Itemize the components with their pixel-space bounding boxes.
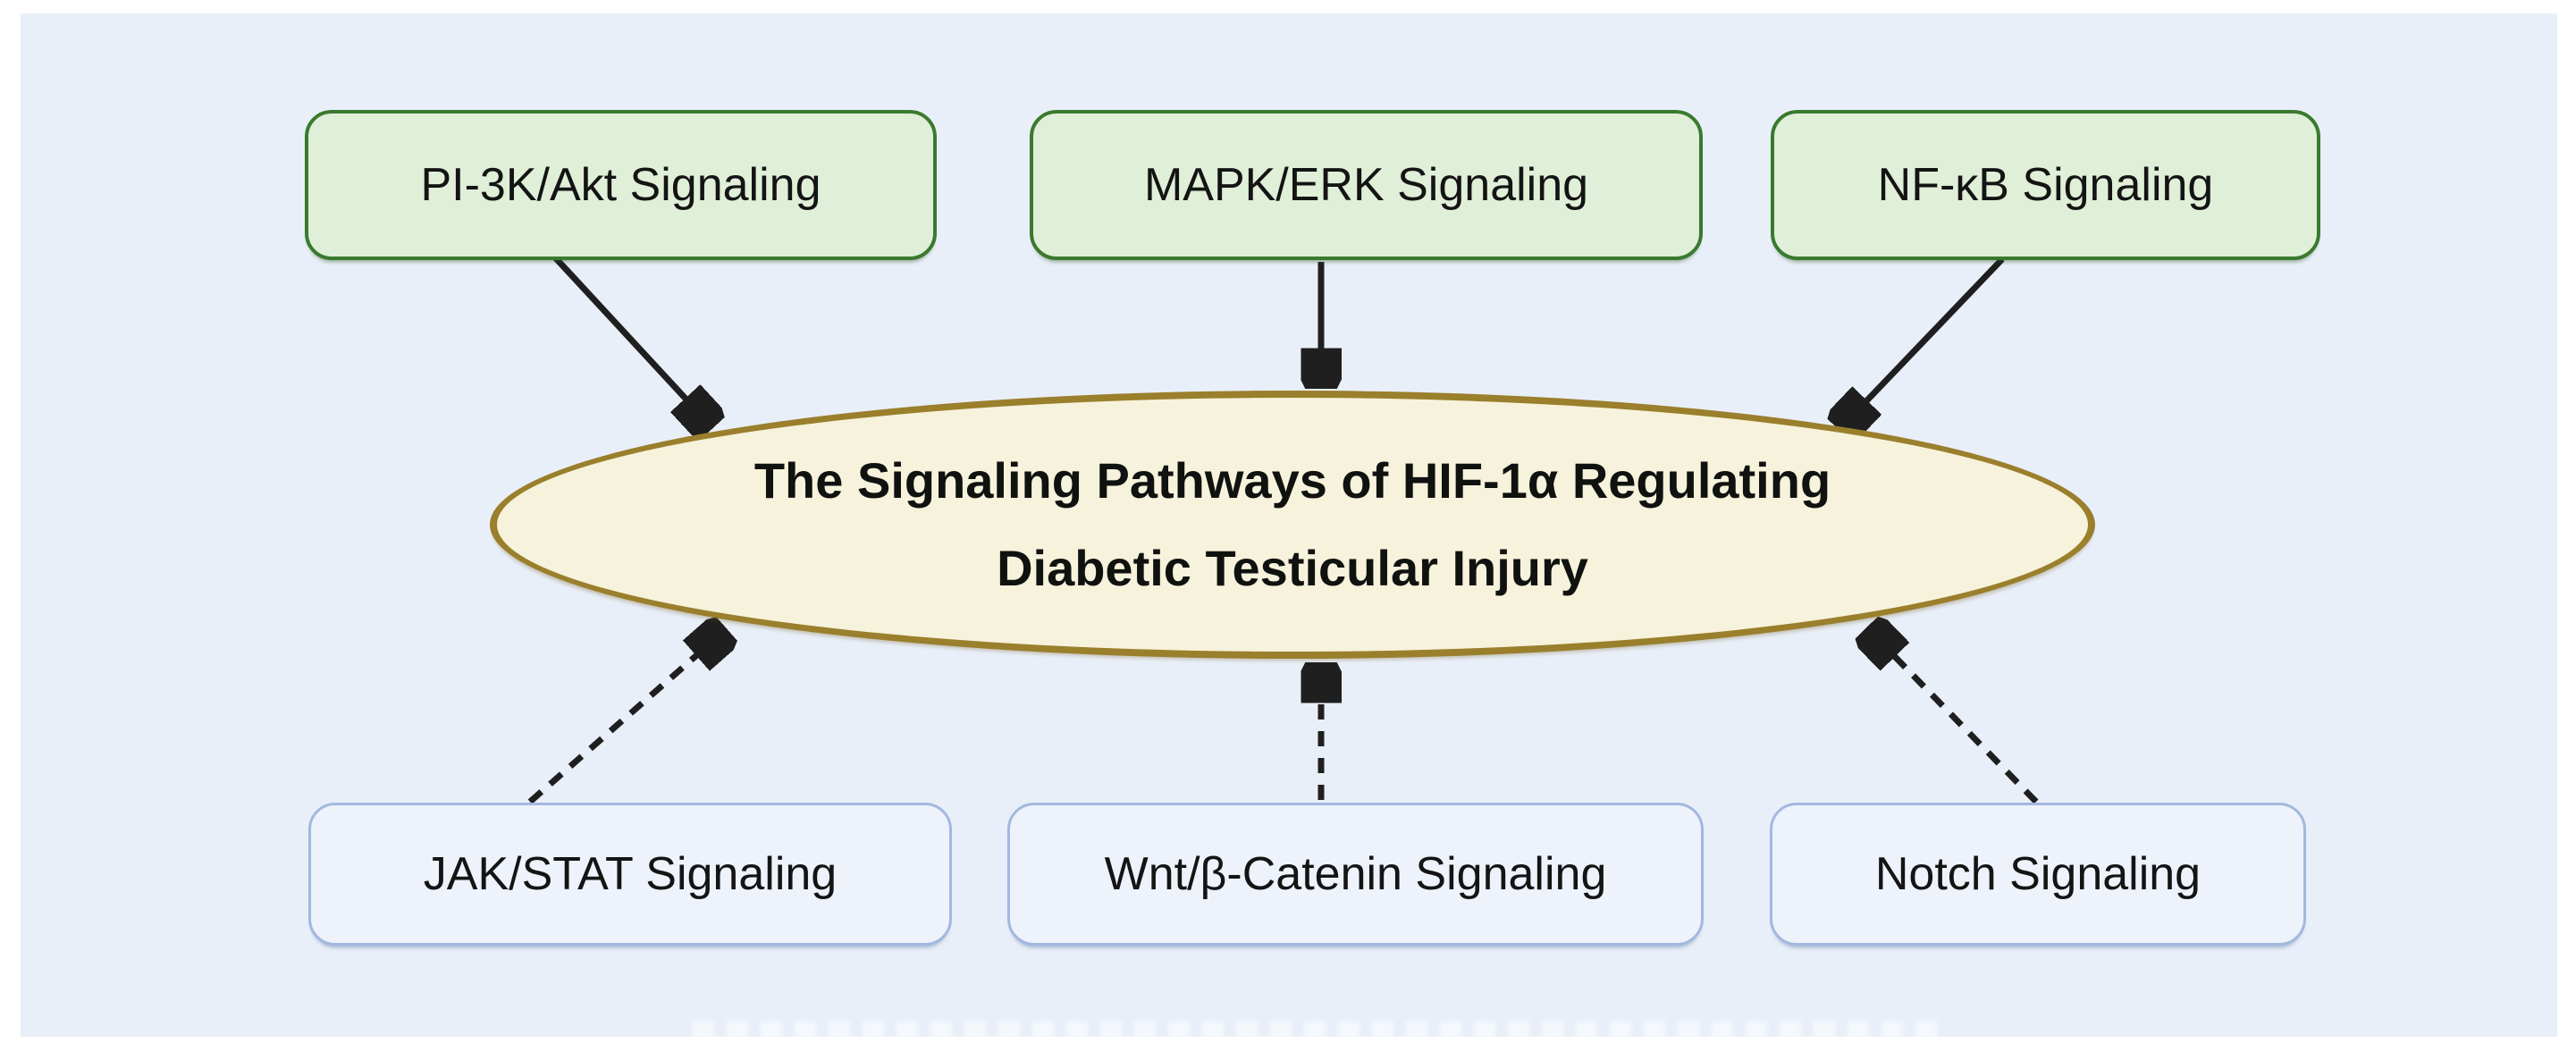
node-label: NF-κB Signaling — [1877, 159, 2214, 211]
node-label: Notch Signaling — [1874, 848, 2201, 900]
node-jak-stat-signaling: JAK/STAT Signaling — [308, 803, 952, 946]
node-label: JAK/STAT Signaling — [423, 848, 838, 900]
node-nf-kb-signaling: NF-κB Signaling — [1771, 110, 2320, 260]
central-title-line2: Diabetic Testicular Injury — [997, 540, 1588, 596]
node-pi3k-akt-signaling: PI-3K/Akt Signaling — [305, 110, 937, 260]
node-label: PI-3K/Akt Signaling — [420, 159, 821, 211]
node-central-ellipse: The Signaling Pathways of HIF-1α Regulat… — [490, 391, 2095, 659]
node-label: MAPK/ERK Signaling — [1143, 159, 1589, 211]
node-label: Wnt/β-Catenin Signaling — [1104, 848, 1607, 900]
node-mapk-erk-signaling: MAPK/ERK Signaling — [1030, 110, 1703, 260]
node-wnt-beta-catenin-signaling: Wnt/β-Catenin Signaling — [1007, 803, 1704, 946]
node-notch-signaling: Notch Signaling — [1770, 803, 2306, 946]
cropped-watermark-remnant — [693, 1022, 1940, 1039]
central-title-line1: The Signaling Pathways of HIF-1α Regulat… — [753, 452, 1831, 509]
